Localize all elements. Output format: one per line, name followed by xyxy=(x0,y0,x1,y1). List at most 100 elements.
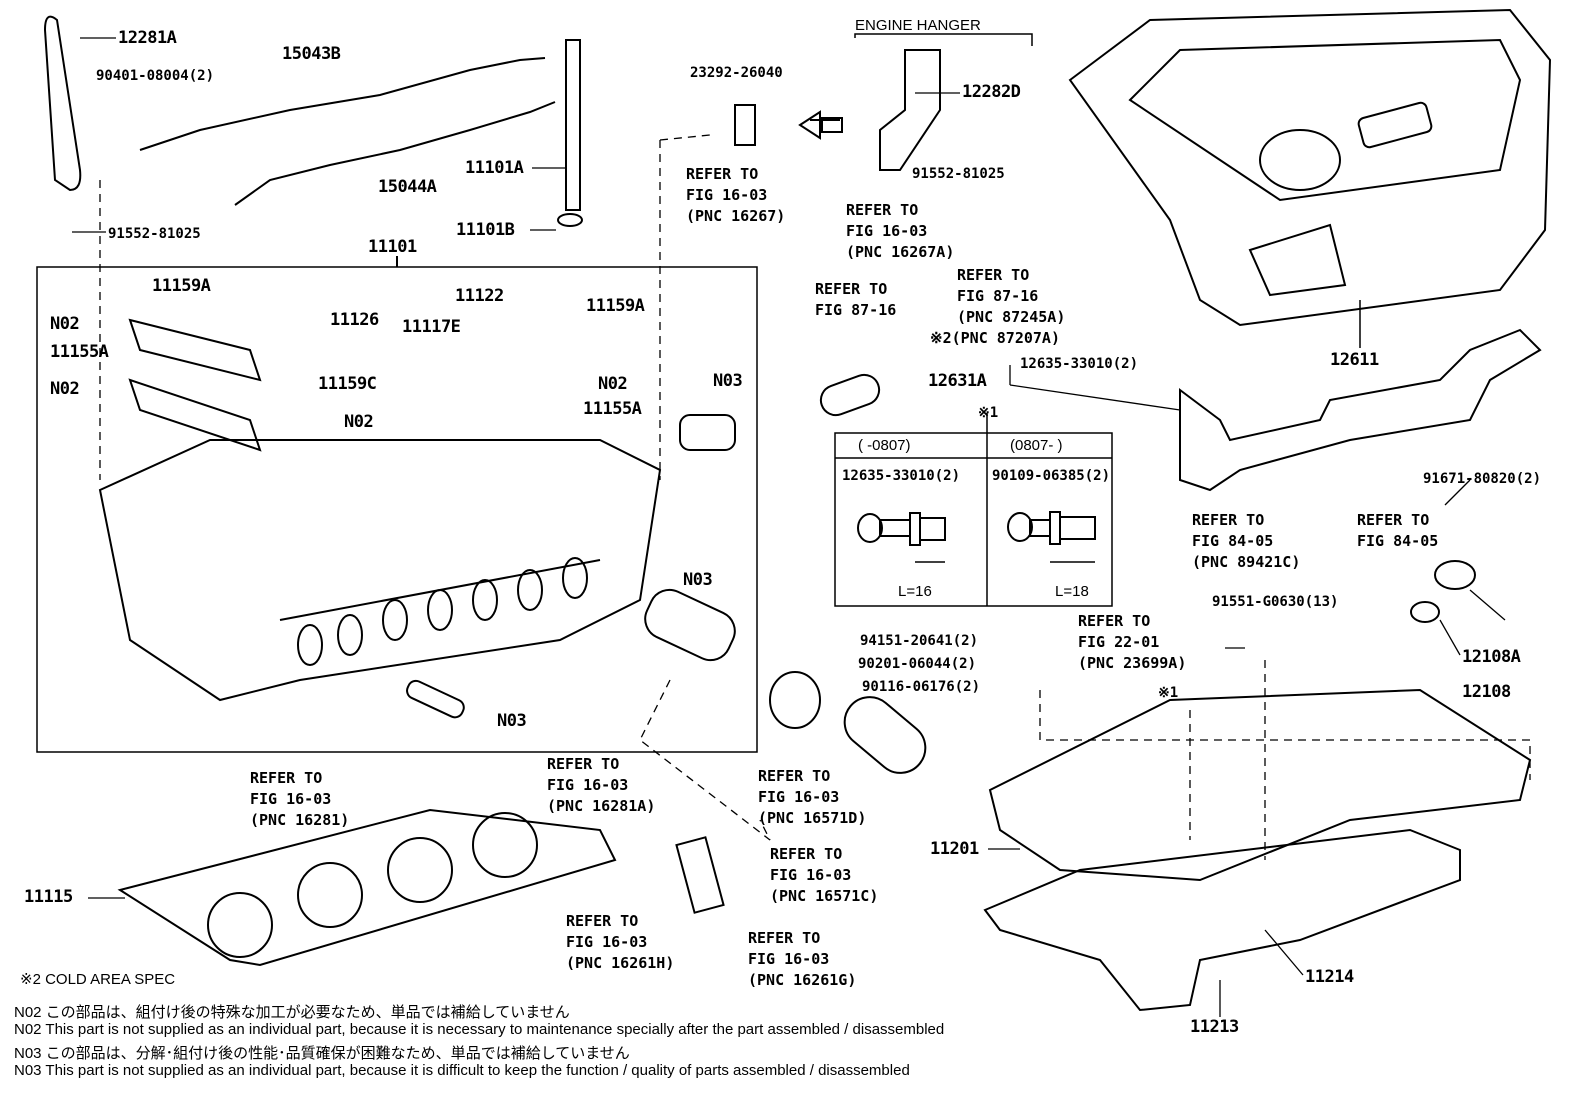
clamp-16571d xyxy=(769,671,821,729)
engine-hanger-12282d xyxy=(879,49,941,171)
engine-cover-top xyxy=(1128,38,1522,202)
part-number-11115[interactable]: 11115 xyxy=(24,887,73,907)
part-number-12281a[interactable]: 12281A xyxy=(118,28,177,48)
variant-col1-header: ( -0807) xyxy=(858,437,911,454)
part-number-91552-81025[interactable]: 91552-81025 xyxy=(108,226,201,242)
part-number-n03[interactable]: N03 xyxy=(497,711,527,731)
part-number-91552-81025[interactable]: 91552-81025 xyxy=(912,166,1005,182)
cold-area-spec-note: ※2 COLD AREA SPEC xyxy=(20,971,176,988)
harness-15044a xyxy=(234,101,556,206)
part-number-11126[interactable]: 11126 xyxy=(330,310,379,330)
part-number-n02[interactable]: N02 xyxy=(50,314,80,334)
spacer-23292 xyxy=(734,104,756,146)
engine-cover-vent xyxy=(1248,223,1347,297)
part-number-91551-g0630[interactable]: 91551-G0630(13) xyxy=(1212,594,1339,610)
part-number-11159c[interactable]: 11159C xyxy=(318,374,377,394)
cylinder-head-ports xyxy=(297,557,588,666)
part-number-90116-06176[interactable]: 90116-06176(2) xyxy=(862,679,981,695)
part-number-11155a[interactable]: 11155A xyxy=(50,342,109,362)
gasket-12108a xyxy=(1410,601,1440,623)
stud-bolt-variant-1 xyxy=(857,512,946,546)
valve-cover-gasket-11213 xyxy=(983,828,1461,1012)
hanger-12281a xyxy=(43,15,82,192)
n02-note-english: N02 This part is not supplied as an indi… xyxy=(14,1021,945,1038)
part-number-12282d[interactable]: 12282D xyxy=(962,82,1021,102)
bolt-11101a xyxy=(565,39,581,211)
part-number-11201[interactable]: 11201 xyxy=(930,839,979,859)
part-number-15044a[interactable]: 15044A xyxy=(378,177,437,197)
d-cat-badge xyxy=(1357,101,1433,149)
reference-mark-1: ※1 xyxy=(1158,685,1179,701)
part-number-12611[interactable]: 12611 xyxy=(1330,350,1379,370)
part-number-11117e[interactable]: 11117E xyxy=(402,317,461,337)
cylinder-head xyxy=(98,439,662,702)
part-number-15043b[interactable]: 15043B xyxy=(282,44,341,64)
variant-col2-part[interactable]: 90109-06385(2) xyxy=(992,468,1111,484)
engine-hanger-label: ENGINE HANGER xyxy=(855,17,981,34)
n03-note-english: N03 This part is not supplied as an indi… xyxy=(14,1062,910,1079)
part-number-n02[interactable]: N02 xyxy=(344,412,374,432)
part-number-n03[interactable]: N03 xyxy=(713,371,743,391)
engine-hanger-bracket xyxy=(854,33,1033,46)
part-number-11122[interactable]: 11122 xyxy=(455,286,504,306)
oil-filler-cap-12108 xyxy=(1434,560,1476,590)
variant-col2-length: L=18 xyxy=(1055,583,1089,600)
part-number-90401-08004[interactable]: 90401-08004(2) xyxy=(96,68,215,84)
part-number-12108[interactable]: 12108 xyxy=(1462,682,1511,702)
part-number-90201-06044[interactable]: 90201-06044(2) xyxy=(858,656,977,672)
part-number-n02[interactable]: N02 xyxy=(598,374,628,394)
part-number-11101a[interactable]: 11101A xyxy=(465,158,524,178)
part-number-n03[interactable]: N03 xyxy=(683,570,713,590)
part-number-n02[interactable]: N02 xyxy=(50,379,80,399)
head-gasket-11115 xyxy=(117,808,617,967)
n03-fitting-upper xyxy=(679,414,736,451)
camshaft-cap-upper xyxy=(128,318,262,382)
part-number-11213[interactable]: 11213 xyxy=(1190,1017,1239,1037)
hose-16261g xyxy=(675,836,725,914)
part-number-23292-26040[interactable]: 23292-26040 xyxy=(690,65,783,81)
bracket-12631a xyxy=(1179,328,1542,492)
n03-fitting-middle xyxy=(644,588,736,662)
n02-note-japanese: N02 この部品は、組付け後の特殊な加工が必要なため、単品では補給していません xyxy=(14,1004,570,1021)
part-number-12635-33010[interactable]: 12635-33010(2) xyxy=(1020,356,1139,372)
part-number-11155a[interactable]: 11155A xyxy=(583,399,642,419)
stud-bolt-variant-2 xyxy=(1007,511,1096,545)
washer-11101b xyxy=(557,213,583,227)
engine-cover-oil-opening xyxy=(1259,129,1341,191)
part-number-94151-20641[interactable]: 94151-20641(2) xyxy=(860,633,979,649)
variant-table-box xyxy=(834,432,1113,607)
part-number-11214[interactable]: 11214 xyxy=(1305,967,1354,987)
variant-col2-header: (0807- ) xyxy=(1010,437,1063,454)
part-number-11101[interactable]: 11101 xyxy=(368,237,417,257)
part-number-11159a[interactable]: 11159A xyxy=(152,276,211,296)
part-number-11159a[interactable]: 11159A xyxy=(586,296,645,316)
variant-col1-part[interactable]: 12635-33010(2) xyxy=(842,468,961,484)
part-number-12108a[interactable]: 12108A xyxy=(1462,647,1521,667)
hose-16571c xyxy=(843,696,927,774)
arrow-icon xyxy=(798,110,840,140)
reference-mark-1: ※1 xyxy=(978,405,999,421)
hose-87-16 xyxy=(819,373,881,417)
part-number-11101b[interactable]: 11101B xyxy=(456,220,515,240)
valve-cover-11201 xyxy=(988,688,1532,882)
n03-note-japanese: N03 この部品は、分解･組付け後の性能･品質確保が困難なため、単品では補給して… xyxy=(14,1045,630,1062)
part-number-91671-80820[interactable]: 91671-80820(2) xyxy=(1423,471,1542,487)
camshaft-cap-lower xyxy=(128,378,262,452)
part-number-12631a[interactable]: 12631A xyxy=(928,371,987,391)
cylinder-head-group-box xyxy=(36,266,758,753)
